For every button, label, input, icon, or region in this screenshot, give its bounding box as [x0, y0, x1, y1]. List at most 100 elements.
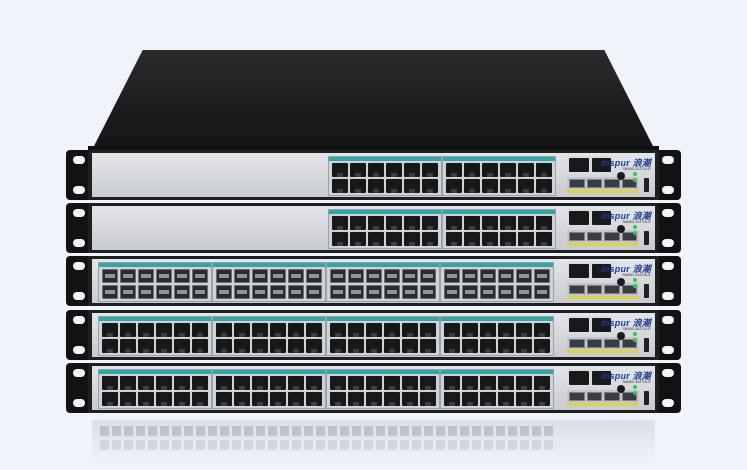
port-row: [102, 376, 208, 390]
port-row: [444, 392, 550, 406]
ethernet-port: [384, 376, 400, 390]
ethernet-port: [216, 339, 232, 353]
ethernet-port: [420, 376, 436, 390]
ethernet-port: [420, 392, 436, 406]
sfp-port: [330, 269, 346, 283]
sfp-port-group: [212, 262, 326, 302]
rack-ear-right: [655, 310, 681, 360]
sfp-port: [120, 269, 136, 283]
reflection-row: [100, 426, 555, 436]
usb-port: [644, 231, 649, 245]
sfp-port: [462, 269, 478, 283]
ethernet-port: [332, 163, 348, 177]
ethernet-port: [384, 323, 400, 337]
mount-hole: [73, 369, 85, 377]
ethernet-port: [234, 392, 250, 406]
ethernet-port: [518, 179, 534, 193]
ethernet-port: [404, 179, 420, 193]
rack-ear-left: [66, 150, 92, 200]
ethernet-port: [270, 392, 286, 406]
ethernet-port: [444, 323, 460, 337]
mount-hole: [73, 156, 85, 164]
model-label: S6650-24XS6-E: [622, 272, 651, 277]
ethernet-port: [288, 339, 304, 353]
ethernet-port: [498, 339, 514, 353]
sfp-port: [102, 285, 118, 299]
ethernet-port: [402, 392, 418, 406]
sfp-port: [534, 269, 550, 283]
ethernet-port: [120, 323, 136, 337]
uplink-port: [621, 285, 637, 294]
ethernet-port: [366, 339, 382, 353]
mount-hole: [662, 209, 674, 217]
port-group-stripe: [327, 263, 439, 267]
port-row: [102, 392, 208, 406]
ethernet-port: [462, 323, 478, 337]
port-row: [446, 232, 552, 246]
uplink-port: [604, 392, 620, 401]
brand-logo: inspur 浪潮: [601, 158, 651, 168]
ethernet-port: [534, 392, 550, 406]
sfp-port: [384, 269, 400, 283]
status-led: [633, 278, 637, 282]
port-row: [330, 285, 436, 299]
usb-port: [644, 178, 649, 192]
ethernet-port: [288, 376, 304, 390]
ethernet-port: [402, 323, 418, 337]
ethernet-port: [366, 376, 382, 390]
uplink-port: [604, 232, 620, 241]
sfp-port: [288, 269, 304, 283]
status-led: [633, 284, 637, 288]
console-port: [569, 318, 589, 332]
port-row: [330, 392, 436, 406]
rack-ear-right: [655, 150, 681, 200]
port-row: [216, 323, 322, 337]
ethernet-port: [156, 392, 172, 406]
sfp-port: [120, 285, 136, 299]
port-row: [330, 269, 436, 283]
sfp-port: [402, 285, 418, 299]
uplink-port: [621, 232, 637, 241]
ethernet-port: [192, 339, 208, 353]
ethernet-port: [306, 376, 322, 390]
ethernet-port: [536, 163, 552, 177]
sfp-port: [498, 285, 514, 299]
console-port: [569, 211, 589, 225]
ethernet-port: [306, 392, 322, 406]
model-label: S6650-48TS4-E: [622, 379, 651, 384]
model-label: S6650-48TS4-E: [622, 326, 651, 331]
ethernet-port: [464, 232, 480, 246]
ethernet-port: [350, 232, 366, 246]
uplink-port: [569, 179, 585, 188]
ethernet-port: [464, 179, 480, 193]
ethernet-port: [422, 232, 438, 246]
port-group-stripe: [443, 210, 555, 214]
sfp-port: [444, 269, 460, 283]
ethernet-port: [446, 163, 462, 177]
mount-hole: [662, 346, 674, 354]
ethernet-port: [102, 323, 118, 337]
ethernet-port: [348, 323, 364, 337]
ethernet-port: [386, 163, 402, 177]
ethernet-port: [498, 392, 514, 406]
ethernet-port: [192, 392, 208, 406]
sfp-port: [306, 269, 322, 283]
ethernet-port: [534, 339, 550, 353]
port-group-stripe: [327, 370, 439, 374]
sfp-port: [234, 285, 250, 299]
ethernet-port: [102, 339, 118, 353]
ethernet-port-group: [98, 369, 212, 409]
port-group-stripe: [213, 263, 325, 267]
ethernet-port-group: [212, 369, 326, 409]
status-led: [633, 225, 637, 229]
port-group-stripe: [327, 317, 439, 321]
sfp-port: [516, 285, 532, 299]
ethernet-port: [192, 323, 208, 337]
sfp-port: [216, 285, 232, 299]
uplink-port: [586, 285, 602, 294]
